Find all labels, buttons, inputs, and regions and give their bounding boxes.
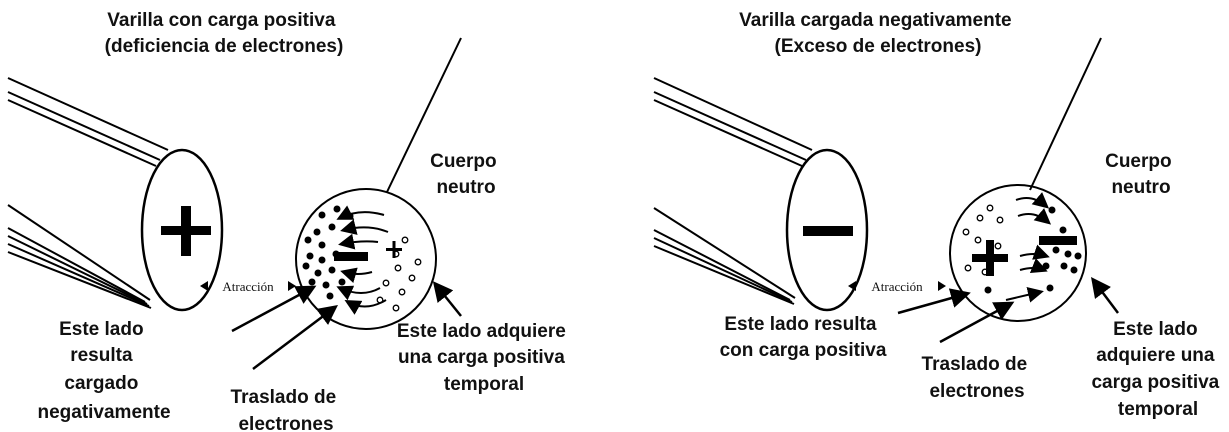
body-minus-sign: [334, 252, 368, 261]
near-side-pointer: [897, 288, 971, 315]
body-small-plus-v: [392, 241, 396, 258]
neutral-body-left: [295, 188, 437, 330]
left-panel: Atracción Varilla con carga positiva (de…: [7, 10, 571, 432]
rod-minus-sign: [803, 226, 853, 236]
attraction-arrow-right: Atracción: [848, 279, 946, 294]
electrons-left: [302, 205, 354, 300]
far-side-label-left: Este lado adquiere una carga positiva te…: [397, 321, 571, 395]
attraction-arrow-left: Atracción: [200, 279, 296, 294]
near-side-pointer: [231, 285, 317, 333]
transfer-label-left: Traslado de electrones: [231, 387, 342, 432]
body-label-left: Cuerpo neutro: [430, 151, 502, 198]
body-plus-v: [986, 240, 994, 276]
far-side-pointer: [432, 281, 462, 317]
near-side-label-left: Este lado resulta cargado negativamente: [37, 319, 170, 423]
rod-title-left: Varilla con carga positiva (deficiencia …: [105, 10, 344, 57]
attraction-label: Atracción: [222, 279, 274, 294]
suspension-thread: [386, 37, 462, 193]
neutral-body-right: [949, 184, 1087, 322]
transfer-label-right: Traslado de electrones: [922, 354, 1033, 402]
far-side-pointer: [1091, 277, 1119, 314]
near-side-label-right: Este lado resulta con carga positiva: [720, 314, 887, 361]
far-side-label-right: Este lado adquiere una carga positiva te…: [1091, 319, 1224, 420]
body-minus-sign: [1039, 236, 1077, 245]
negative-rod: [653, 77, 869, 312]
flow-arrows-left: [336, 205, 389, 315]
transfer-pointer: [252, 304, 338, 370]
right-panel: Atracción Varilla cargada negativamente …: [653, 10, 1224, 420]
flow-arrows-right: [1005, 192, 1052, 303]
positive-sites-right: [962, 204, 1004, 276]
body-label-right: Cuerpo neutro: [1105, 151, 1177, 198]
suspension-thread: [1029, 37, 1102, 191]
attraction-label: Atracción: [871, 279, 923, 294]
positive-rod: [7, 77, 224, 312]
rod-plus-sign-vertical: [181, 206, 191, 256]
transfer-pointer: [939, 301, 1015, 344]
rod-title-right: Varilla cargada negativamente (Exceso de…: [739, 10, 1017, 57]
